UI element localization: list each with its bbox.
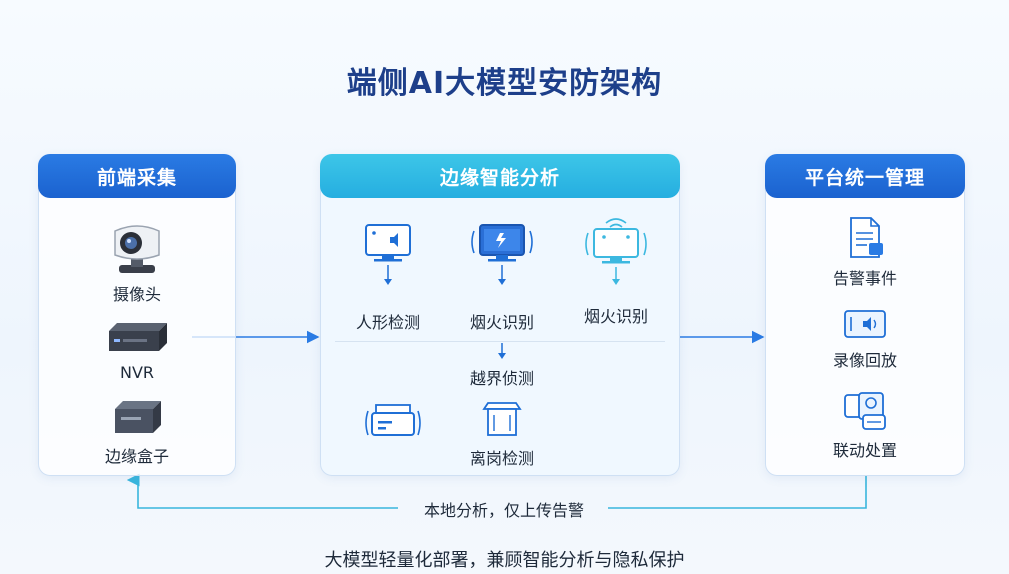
camera-label: 摄像头 [112, 285, 161, 304]
edge-box-label: 边缘盒子 [104, 447, 169, 466]
linkage-icon [844, 392, 886, 430]
alarm-event-label: 告警事件 [832, 269, 897, 288]
boundary-detection-label: 越界侦测 [469, 369, 534, 388]
playback-label: 录像回放 [832, 351, 897, 370]
footer-caption: 大模型轻量化部署，兼顾智能分析与隐私保护 [324, 550, 685, 571]
edge-analysis-header: 边缘智能分析 [320, 154, 680, 198]
middle-divider [335, 341, 665, 342]
front-collection-header: 前端采集 [38, 154, 236, 198]
alarm-event-item: 告警事件 [815, 215, 915, 289]
feedback-line [608, 476, 867, 509]
camera-icon [114, 225, 160, 273]
smoke-fire-item-1: 烟火识别 [457, 221, 547, 333]
smoke-fire-label-2: 烟火识别 [583, 307, 648, 326]
monitor-fire-icon [471, 224, 533, 285]
playback-item: 录像回放 [815, 307, 915, 371]
printer-icon [365, 404, 421, 436]
printer-item [363, 401, 423, 445]
arrow-down-icon [498, 343, 506, 359]
absence-detection-label: 离岗检测 [469, 449, 534, 468]
nvr-item: NVR [87, 321, 187, 382]
nvr-label: NVR [119, 363, 155, 382]
playback-icon [844, 310, 886, 338]
page-title: 端侧AI大模型安防架构 [346, 66, 663, 101]
linkage-item: 联动处置 [815, 389, 915, 461]
monitor-wifi-icon [585, 218, 647, 285]
edge-box-item: 边缘盒子 [87, 399, 187, 467]
edge-analysis-panel: 边缘智能分析 人形检测 烟火识别 [320, 154, 680, 476]
monitor-speaker-icon [365, 224, 411, 285]
feedback-line-return [126, 473, 398, 509]
smoke-fire-label-1: 烟火识别 [469, 313, 534, 332]
platform-management-panel: 平台统一管理 告警事件 录像回放 联动处置 [765, 154, 965, 476]
box-icon [482, 402, 522, 436]
smoke-fire-item-2: 烟火识别 [571, 215, 661, 327]
front-collection-panel: 前端采集 摄像头 NVR 边缘盒子 [38, 154, 236, 476]
feedback-label: 本地分析，仅上传告警 [423, 501, 584, 520]
absence-detection-item: 离岗检测 [457, 397, 547, 469]
camera-item: 摄像头 [87, 221, 187, 305]
human-detection-item: 人形检测 [343, 221, 433, 333]
boundary-detection-item: 越界侦测 [457, 341, 547, 389]
document-icon [850, 217, 883, 258]
human-detection-label: 人形检测 [355, 313, 420, 332]
edge-box-icon [115, 401, 161, 433]
platform-management-header: 平台统一管理 [765, 154, 965, 198]
linkage-label: 联动处置 [832, 441, 897, 460]
nvr-icon [109, 323, 167, 351]
